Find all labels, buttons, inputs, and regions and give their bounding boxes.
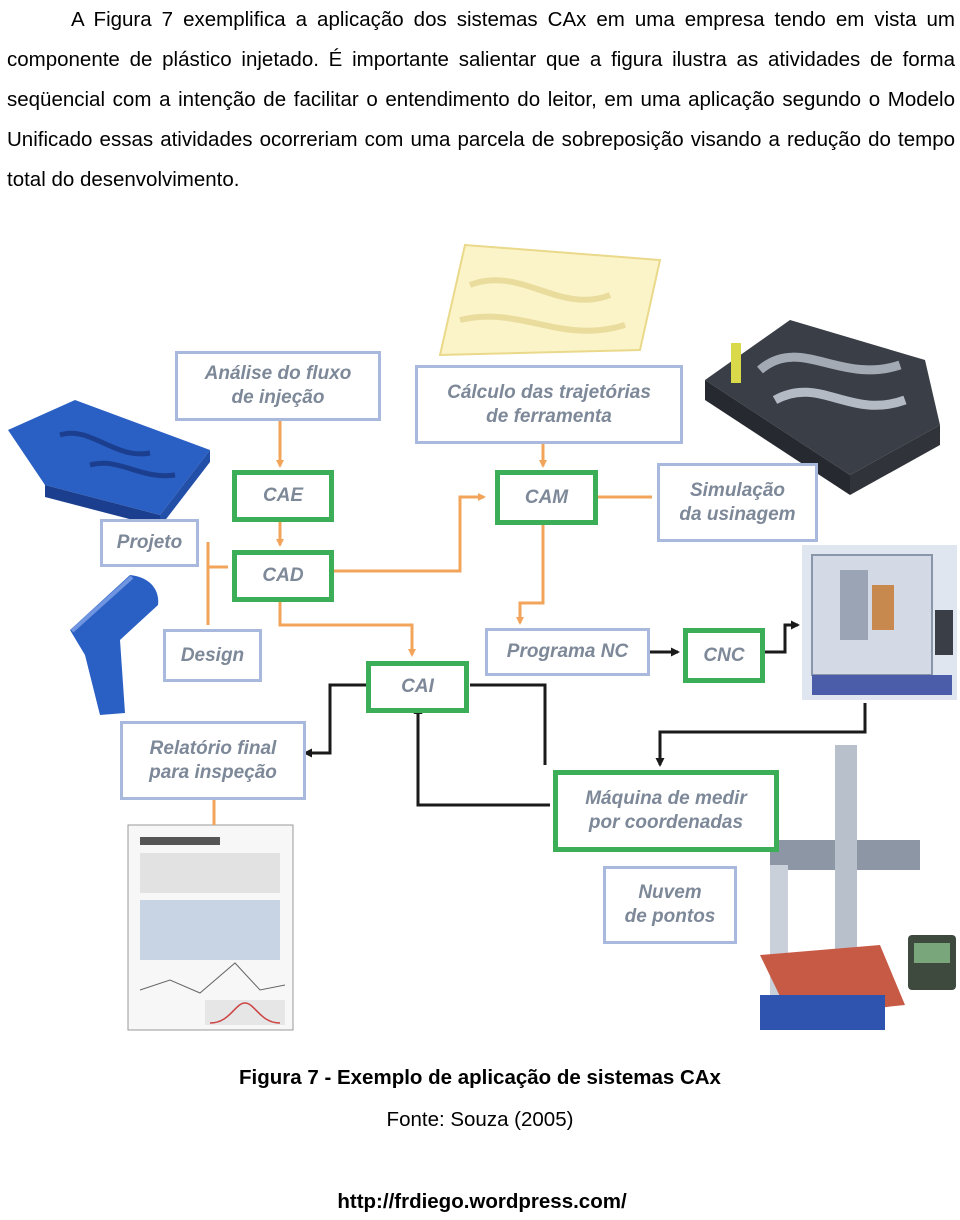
nuvem-line1: Nuvem <box>638 882 702 903</box>
simulacao-line2: da usinagem <box>679 503 796 525</box>
plastic-plate-image <box>8 400 210 527</box>
footer-url: http://frdiego.wordpress.com/ <box>337 1190 627 1213</box>
box-cad: CAD <box>232 550 334 602</box>
cai-label: CAI <box>401 676 434 697</box>
box-cnc: CNC <box>683 628 765 683</box>
box-cam: CAM <box>495 470 598 525</box>
box-maquina-medir: Máquina de medir por coordenadas <box>553 770 779 852</box>
maquina-line1: Máquina de medir <box>585 788 747 809</box>
design-label: Design <box>180 644 245 666</box>
toolpath-sheet-image <box>438 243 662 357</box>
figure-caption: Figura 7 - Exemplo de aplicação de siste… <box>239 1066 721 1089</box>
box-analise-fluxo: Análise do fluxo de injeção <box>175 351 381 421</box>
projeto-label: Projeto <box>116 532 183 553</box>
maquina-line2: por coordenadas <box>588 812 744 833</box>
figure-source: Fonte: Souza (2005) <box>386 1108 574 1131</box>
nuvem-line2: de pontos <box>624 906 716 927</box>
cax-flow-figure: Análise do fluxo de injeção Cálculo das t… <box>0 225 960 1035</box>
relatorio-line1: Relatório final <box>149 737 277 759</box>
cam-label: CAM <box>524 486 569 508</box>
analise-line2: de injeção <box>231 387 325 408</box>
cmm-machine-image <box>760 745 956 1030</box>
box-nuvem-pontos: Nuvem de pontos <box>603 866 737 944</box>
cae-label: CAE <box>262 485 304 506</box>
cnc-machine-image <box>802 545 957 700</box>
cad-label: CAD <box>262 565 304 586</box>
calculo-line2: de ferramenta <box>486 405 612 427</box>
body-paragraph: A Figura 7 exemplifica a aplicação dos s… <box>7 8 955 191</box>
box-cae: CAE <box>232 470 334 522</box>
inspection-report-image <box>127 824 294 1031</box>
calculo-line1: Cálculo das trajetórias <box>447 381 651 403</box>
analise-line1: Análise do fluxo <box>204 363 352 384</box>
box-design: Design <box>163 629 262 682</box>
figure-graphics <box>8 243 957 1031</box>
cnc-label: CNC <box>703 644 745 666</box>
programa-nc-label: Programa NC <box>506 641 629 662</box>
box-cai: CAI <box>366 661 469 713</box>
relatorio-line2: para inspeção <box>149 761 277 783</box>
box-projeto: Projeto <box>100 519 199 567</box>
plastic-handle-image <box>70 575 159 715</box>
box-programa-nc: Programa NC <box>485 628 650 676</box>
simulacao-line1: Simulação <box>689 479 786 501</box>
